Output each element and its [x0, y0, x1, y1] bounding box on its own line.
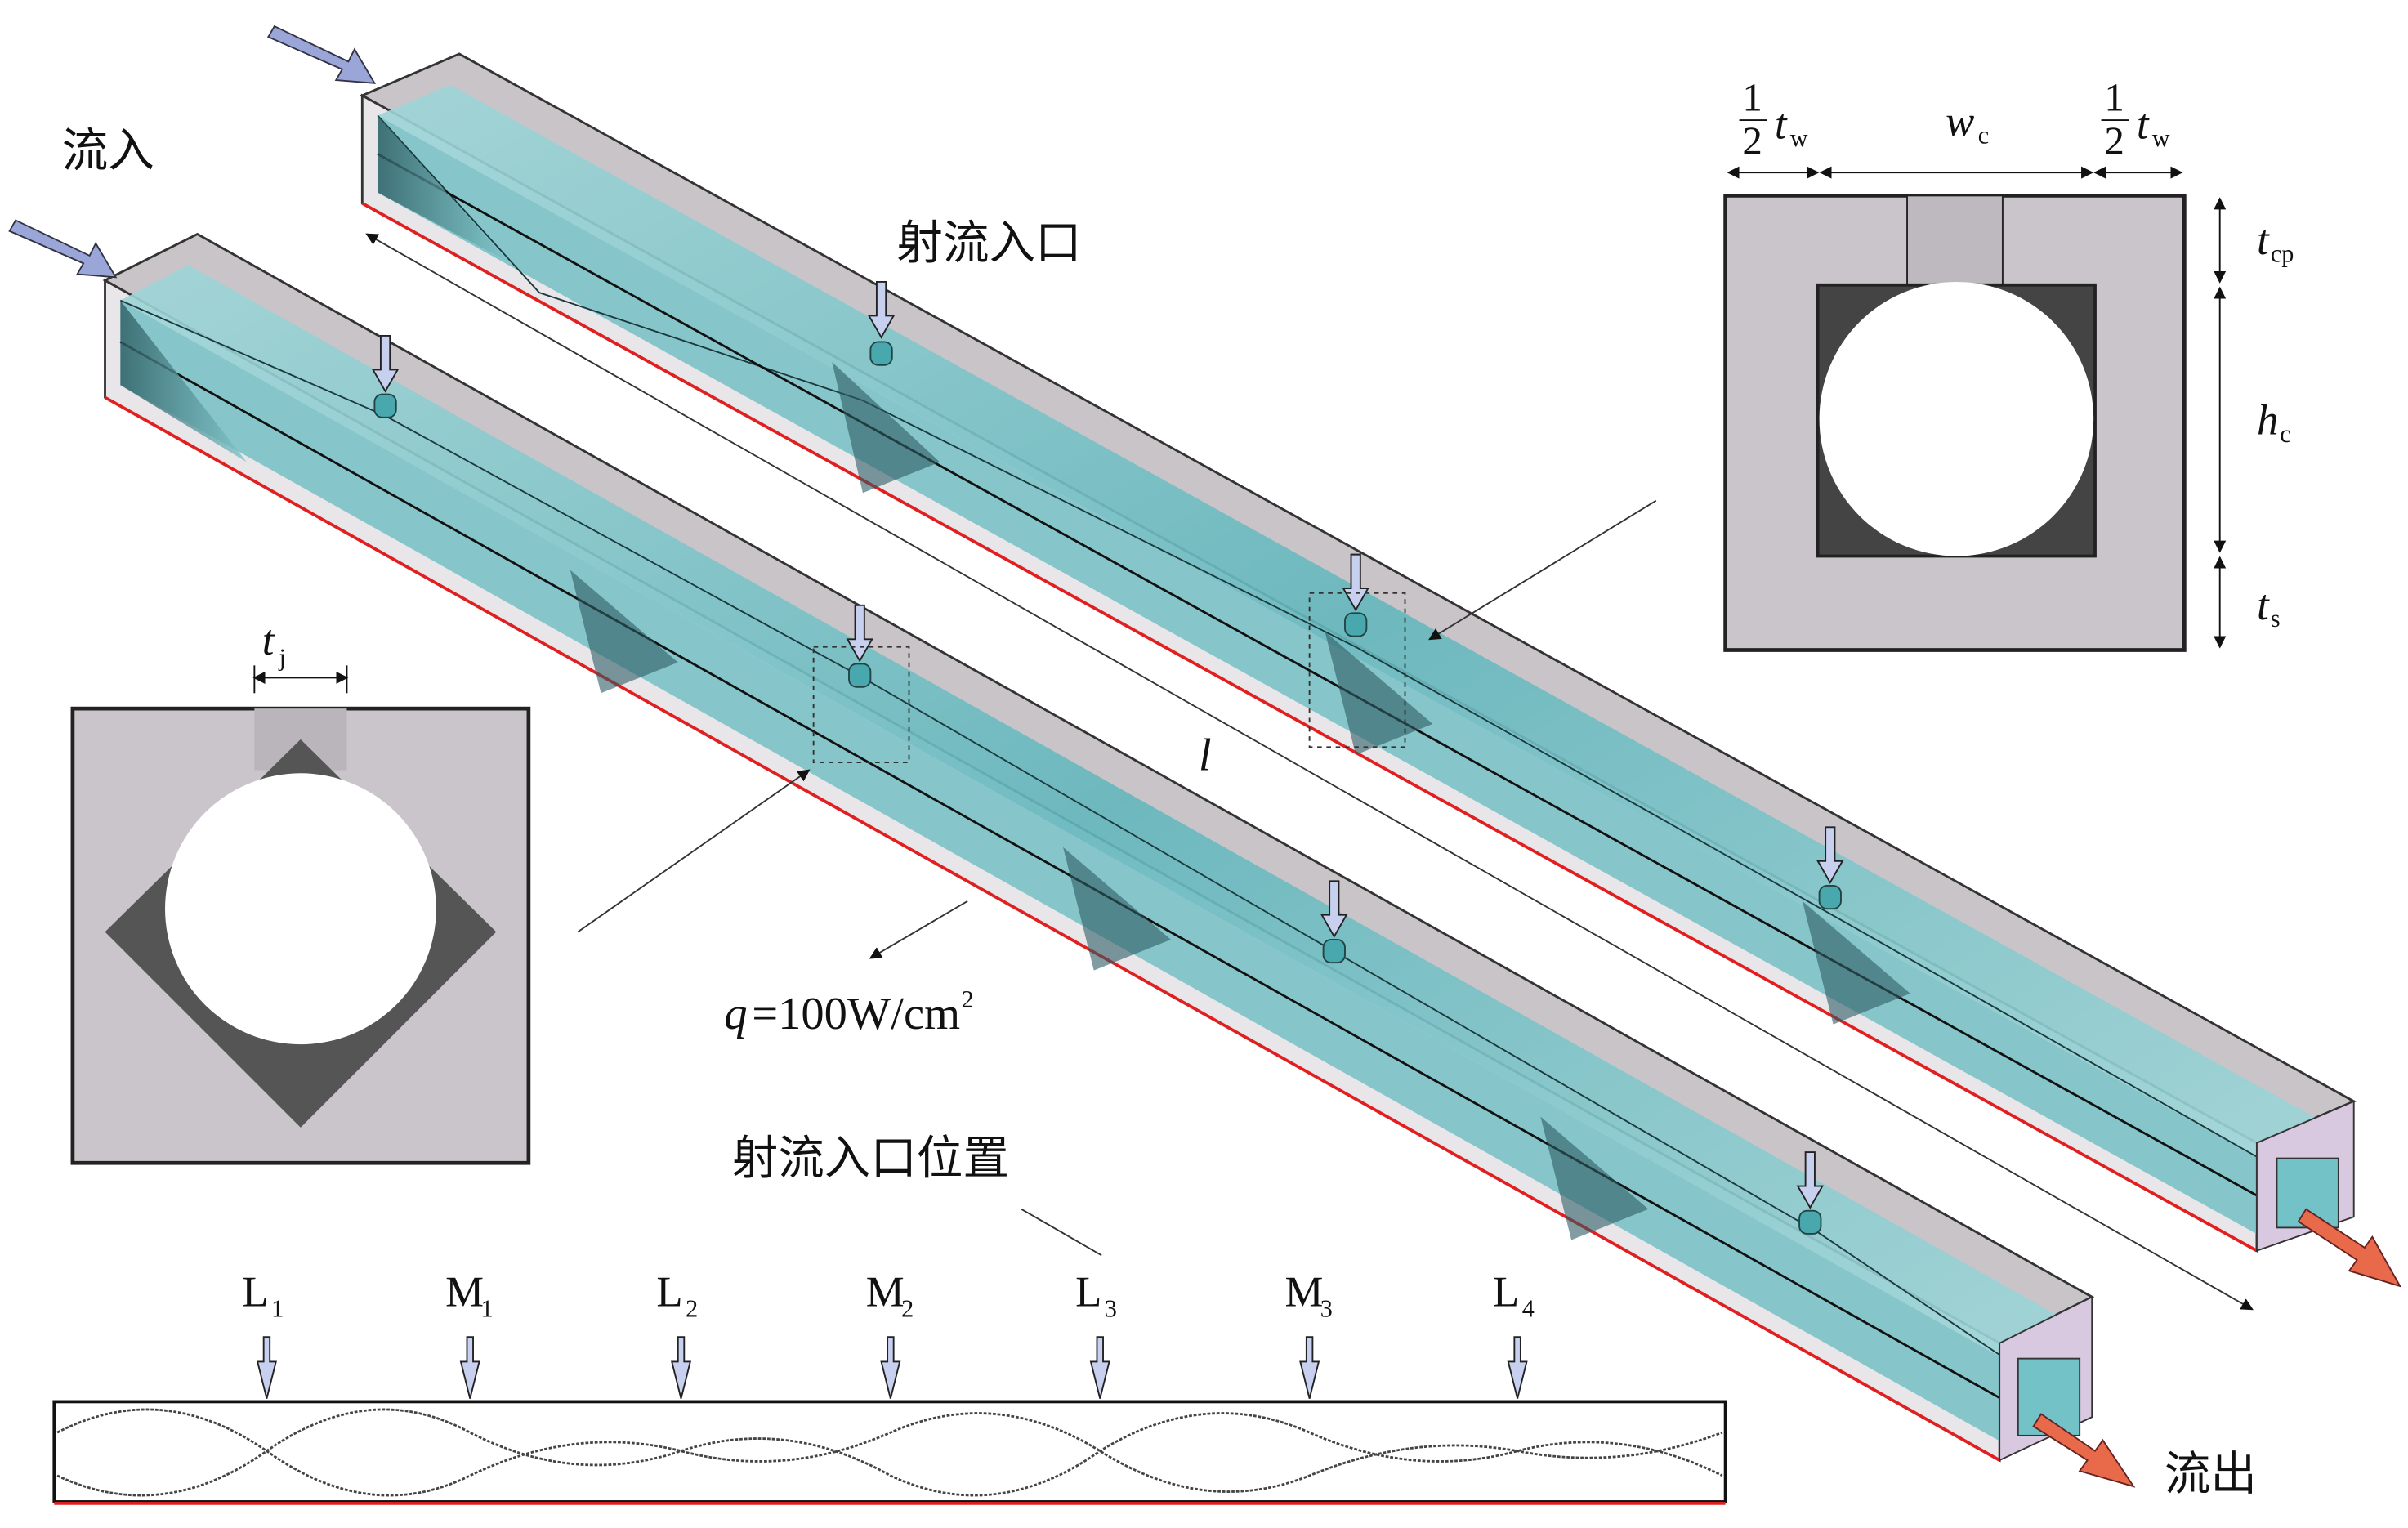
down-arrow-icon [459, 1336, 480, 1399]
position-subscript: 3 [1105, 1295, 1117, 1323]
down-arrow-icon [256, 1336, 277, 1399]
hc-sub: c [2280, 420, 2290, 448]
wc-sub: c [1978, 121, 1989, 149]
jet-position-m2: M2 [866, 1269, 914, 1399]
inflow-arrow-icon [266, 25, 377, 84]
position-label: L [1493, 1269, 1519, 1316]
down-arrow-icon [1507, 1336, 1528, 1399]
tj-label: t [262, 617, 275, 664]
square-cross-section-inset: 1 2 t w w c 1 2 t w t cp h c t s [1723, 75, 2294, 652]
heat-flux-arrow [869, 900, 968, 959]
wc-label: w [1946, 98, 1974, 145]
inflow-label: 流入 [62, 127, 154, 177]
hc-label: h [2257, 397, 2278, 445]
position-label: M [445, 1269, 484, 1316]
tcp-label: t [2257, 217, 2270, 264]
position-subscript: 1 [480, 1295, 493, 1323]
length-label: l [1199, 730, 1212, 781]
position-label: L [242, 1269, 268, 1316]
half-den-right: 2 [2104, 118, 2124, 163]
position-subscript: 2 [686, 1295, 698, 1323]
tw-left-sub: w [1790, 124, 1808, 152]
leader-line [577, 769, 811, 933]
position-label: L [1075, 1269, 1101, 1316]
leader-line [1428, 499, 1657, 641]
down-arrow-icon [670, 1336, 692, 1399]
jet-position-m1: M1 [445, 1269, 494, 1399]
ts-label: t [2257, 582, 2270, 629]
tw-left-label: t [1775, 101, 1788, 149]
diamond-cross-section-inset: t j [70, 617, 531, 1165]
tcp-sub: cp [2271, 239, 2294, 267]
position-label: M [1284, 1269, 1323, 1316]
position-label: L [656, 1269, 682, 1316]
position-subscript: 4 [1522, 1295, 1535, 1323]
half-den-left: 2 [1742, 118, 1762, 163]
jet-position-strip [52, 1400, 1727, 1505]
outflow-arrow-icon [2297, 1208, 2402, 1288]
half-num-left: 1 [1742, 75, 1762, 120]
jet-position-m3: M3 [1284, 1269, 1333, 1399]
position-subscript: 3 [1320, 1295, 1333, 1323]
heat-flux-sup: 2 [962, 985, 974, 1013]
position-label: M [866, 1269, 905, 1316]
length-dimension [365, 233, 2254, 1311]
tw-right-label: t [2137, 101, 2150, 149]
down-arrow-icon [880, 1336, 901, 1399]
outflow-arrow-icon [2032, 1413, 2136, 1488]
inflow-arrow-icon [8, 219, 118, 279]
heat-flux-value: =100W/cm [752, 989, 960, 1039]
position-subscript: 2 [901, 1295, 914, 1323]
outflow-label: 流出 [2165, 1450, 2257, 1500]
tj-subscript: j [279, 643, 286, 671]
jet-inlet-label: 射流入口 [896, 219, 1081, 270]
leader-line [1021, 1208, 1102, 1257]
ts-sub: s [2271, 605, 2281, 632]
half-num-right: 1 [2104, 75, 2124, 120]
jet-inlet-positions-label: 射流入口位置 [732, 1133, 1009, 1184]
heat-flux-label: q [724, 989, 747, 1039]
tw-right-sub: w [2152, 124, 2170, 152]
down-arrow-icon [1299, 1336, 1320, 1399]
position-subscript: 1 [271, 1295, 284, 1323]
down-arrow-icon [1089, 1336, 1110, 1399]
